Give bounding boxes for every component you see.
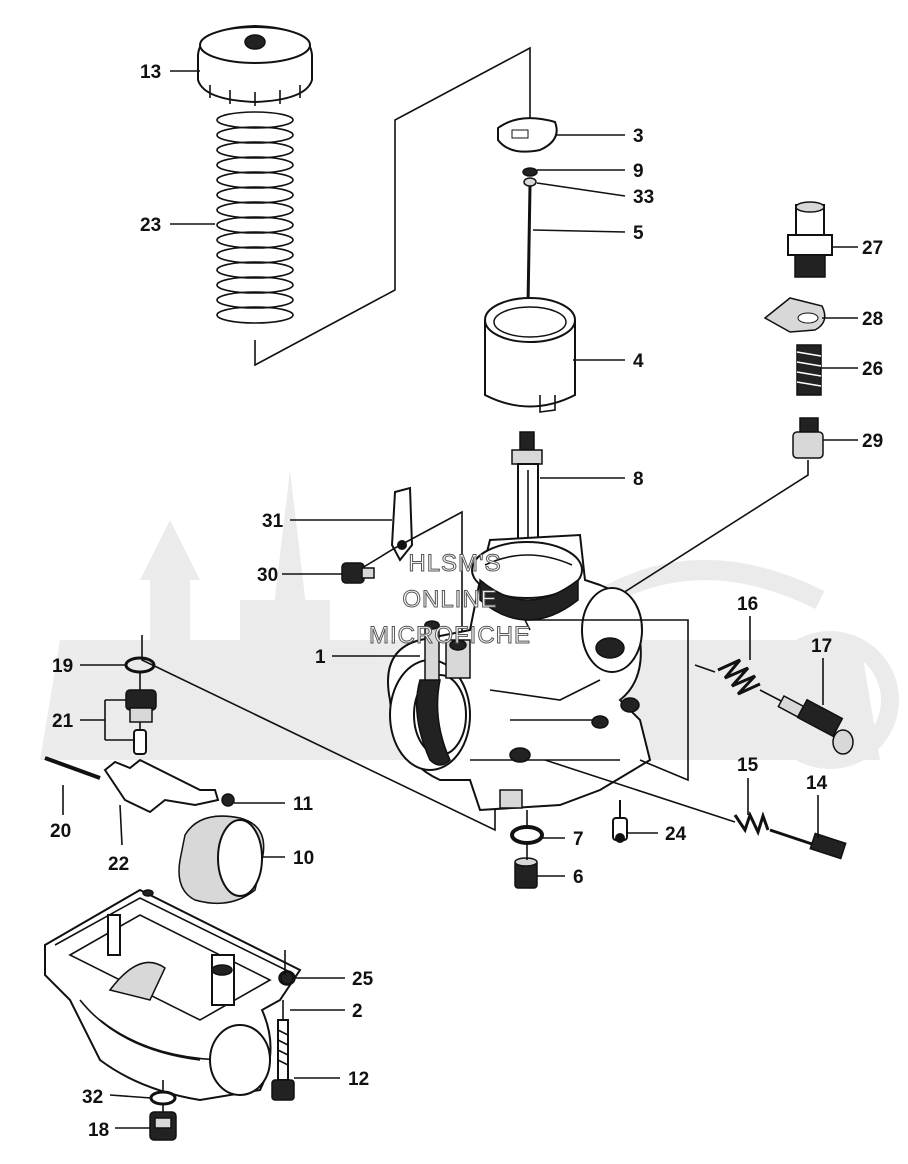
callout-6: 6 <box>573 867 584 888</box>
callout-9: 9 <box>633 161 644 182</box>
part-23-spring <box>216 111 294 324</box>
callout-21: 21 <box>52 711 74 732</box>
part-13-cap <box>197 24 313 106</box>
callout-17: 17 <box>811 636 832 657</box>
callout-1: 1 <box>315 647 326 668</box>
part-21-float-valve <box>125 689 157 755</box>
callout-20: 20 <box>50 821 71 842</box>
callout-22: 22 <box>108 854 129 875</box>
leader-lines <box>62 70 858 1129</box>
callout-33: 33 <box>633 187 654 208</box>
part-22-float-arm <box>103 758 220 814</box>
part-32-washer <box>149 1090 177 1106</box>
callout-12: 12 <box>348 1069 369 1090</box>
watermark-line-1: HLSM'S <box>408 550 501 577</box>
part-27-fitting <box>787 201 833 278</box>
part-30-screw <box>341 562 375 584</box>
watermark-line-2: ONLINE <box>402 586 497 613</box>
watermark-text: HLSM'S ONLINE MICROFICHE <box>369 550 531 650</box>
callout-24: 24 <box>665 824 687 845</box>
part-11-pin <box>221 793 235 807</box>
part-24-pilot-jet <box>612 800 628 843</box>
callout-23: 23 <box>140 215 161 236</box>
part-20-pin <box>44 756 101 780</box>
part-18-drain-plug <box>149 1111 177 1141</box>
callout-28: 28 <box>862 309 883 330</box>
callout-25: 25 <box>352 969 374 990</box>
callout-10: 10 <box>293 848 314 869</box>
part-17-screw <box>759 689 854 755</box>
part-9-33-clip <box>522 167 538 187</box>
callout-29: 29 <box>862 431 883 452</box>
callout-8: 8 <box>633 469 644 490</box>
part-8-needle-jet <box>511 431 543 545</box>
callout-5: 5 <box>633 223 644 244</box>
callout-32: 32 <box>82 1087 103 1108</box>
part-5-jet-needle <box>526 185 532 306</box>
part-10-float <box>178 815 265 905</box>
part-29-nut <box>792 417 824 459</box>
callout-16: 16 <box>737 594 758 615</box>
callout-7: 7 <box>573 829 584 850</box>
callout-19: 19 <box>52 656 73 677</box>
float-bowl <box>44 888 302 1102</box>
callout-3: 3 <box>633 126 644 147</box>
callout-27: 27 <box>862 238 883 259</box>
callout-2: 2 <box>352 1001 363 1022</box>
callout-26: 26 <box>862 359 883 380</box>
part-25-grommet <box>280 971 294 985</box>
callout-4: 4 <box>633 351 644 372</box>
watermark-line-3: MICROFICHE <box>369 622 531 649</box>
callout-30: 30 <box>257 565 278 586</box>
part-14-screw <box>769 828 847 860</box>
callout-14: 14 <box>806 773 828 794</box>
callout-13: 13 <box>140 62 161 83</box>
part-16-spring <box>717 658 761 696</box>
part-26-spring <box>796 344 822 396</box>
assembly-line-pilot-screw <box>611 460 809 601</box>
part-12-screw <box>271 1000 295 1101</box>
callout-18: 18 <box>88 1120 109 1141</box>
carburetor-body <box>387 533 652 812</box>
part-15-spring <box>733 810 770 837</box>
assembly-line-body-to-bowl <box>141 635 496 832</box>
part-7-washer <box>510 825 544 845</box>
part-3-clip-plate <box>497 117 558 153</box>
assembly-line-cap-to-body <box>254 46 531 367</box>
part-4-throttle-valve <box>484 297 576 413</box>
callout-11: 11 <box>293 794 314 815</box>
part-28-gasket <box>763 297 826 333</box>
callout-31: 31 <box>262 511 284 532</box>
part-6-main-jet <box>514 857 538 889</box>
callout-15: 15 <box>737 755 759 776</box>
